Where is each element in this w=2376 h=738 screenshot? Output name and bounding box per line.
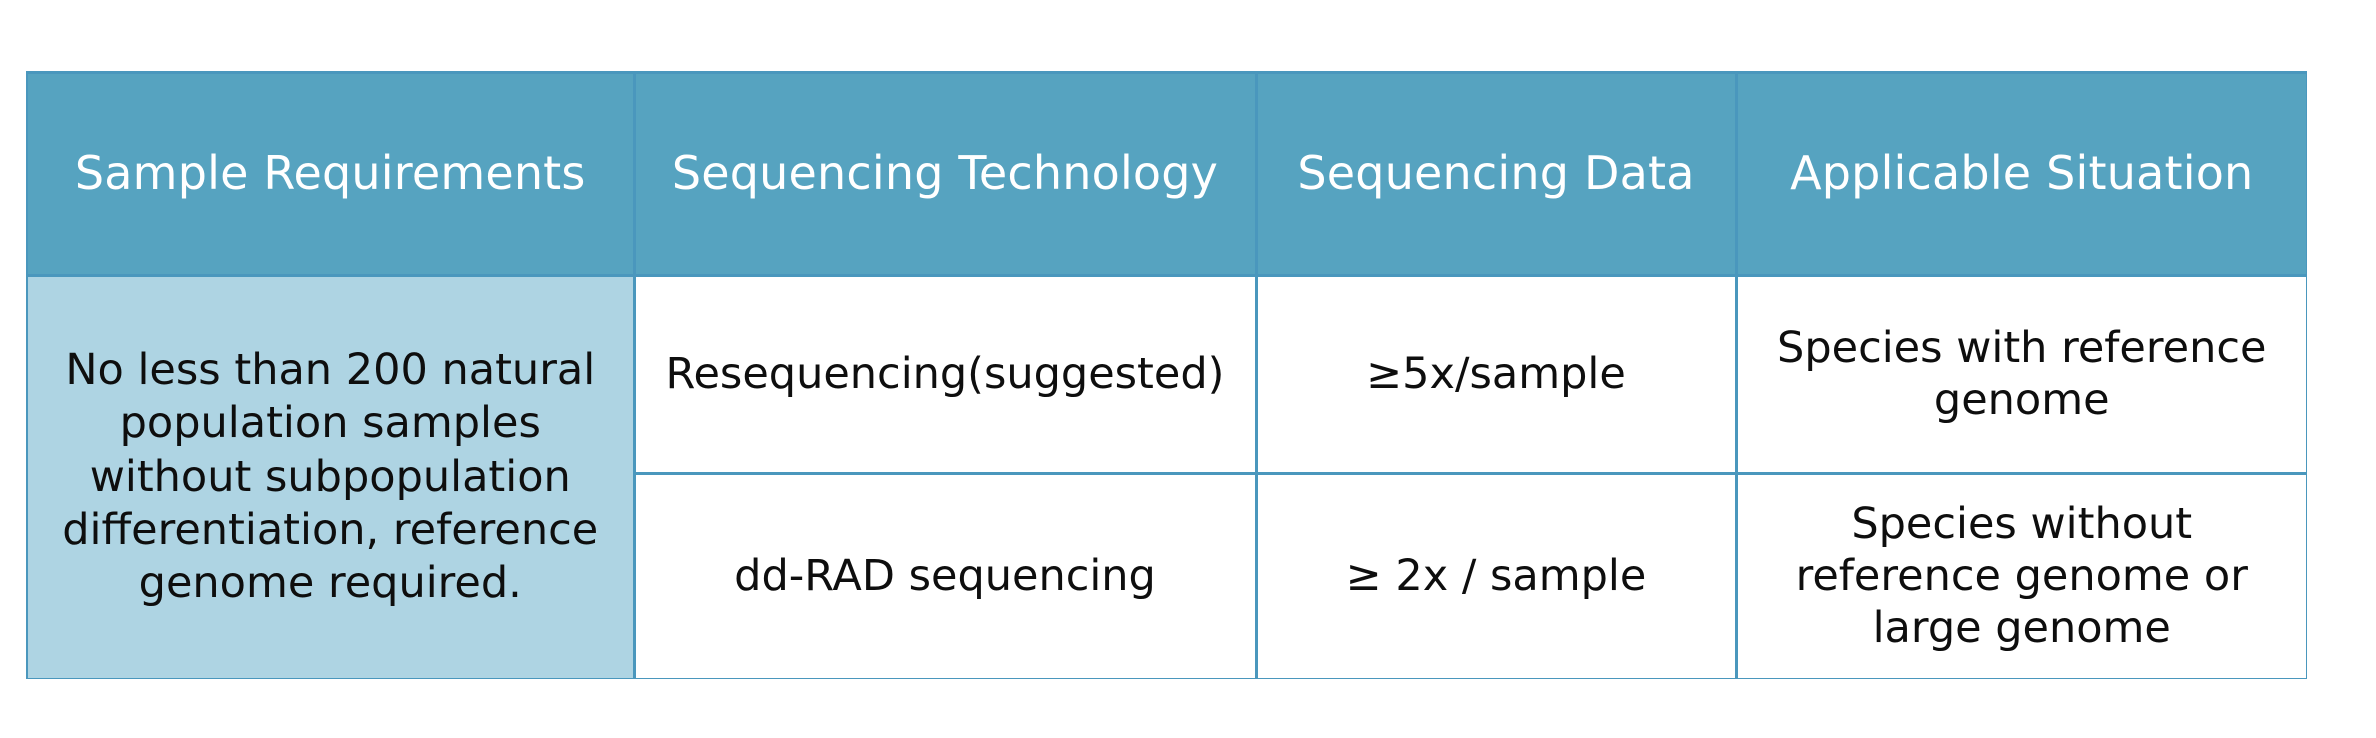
column-header-label: Sequencing Data (1297, 146, 1695, 201)
cell-sample-requirements: No less than 200 natural population samp… (28, 273, 636, 678)
column-header-label: Sample Requirements (74, 146, 586, 201)
table-row: No less than 200 natural population samp… (28, 273, 2306, 678)
sequencing-data-text: ≥5x/sample (1366, 348, 1626, 399)
table-row: dd-RAD sequencing ≥ 2x / sample Species … (28, 471, 2306, 678)
sequencing-technology-text: dd-RAD sequencing (734, 551, 1156, 602)
cell-sequencing-data-row2: ≥ 2x / sample (1256, 471, 1738, 678)
cell-sequencing-technology-row1: Resequencing(suggested) (634, 273, 1258, 473)
column-header-sequencing-technology: Sequencing Technology (634, 74, 1258, 275)
table-header-row: Sample Requirements Sequencing Technolog… (28, 74, 2306, 275)
cell-sequencing-technology-row2: dd-RAD sequencing (634, 471, 1258, 678)
sequencing-technology-text: Resequencing(suggested) (665, 348, 1225, 399)
column-header-applicable-situation: Applicable Situation (1736, 74, 2306, 275)
column-header-label: Sequencing Technology (671, 146, 1219, 201)
column-header-sequencing-data: Sequencing Data (1256, 74, 1738, 275)
sequencing-strategy-table: Sample Requirements Sequencing Technolog… (28, 74, 2306, 678)
column-header-sample-requirements: Sample Requirements (28, 74, 636, 275)
table-border-top (28, 71, 2306, 75)
cell-applicable-situation-row2: Species without reference genome or larg… (1736, 471, 2306, 678)
cell-applicable-situation-row1: Species with reference genome (1736, 273, 2306, 473)
sample-requirements-text: No less than 200 natural population samp… (62, 344, 599, 609)
applicable-situation-text: Species with reference genome (1777, 322, 2267, 425)
sequencing-data-text: ≥ 2x / sample (1345, 551, 1647, 602)
cell-sequencing-data-row1: ≥5x/sample (1256, 273, 1738, 473)
applicable-situation-text: Species without reference genome or larg… (1795, 498, 2248, 654)
column-header-label: Applicable Situation (1790, 146, 2254, 201)
